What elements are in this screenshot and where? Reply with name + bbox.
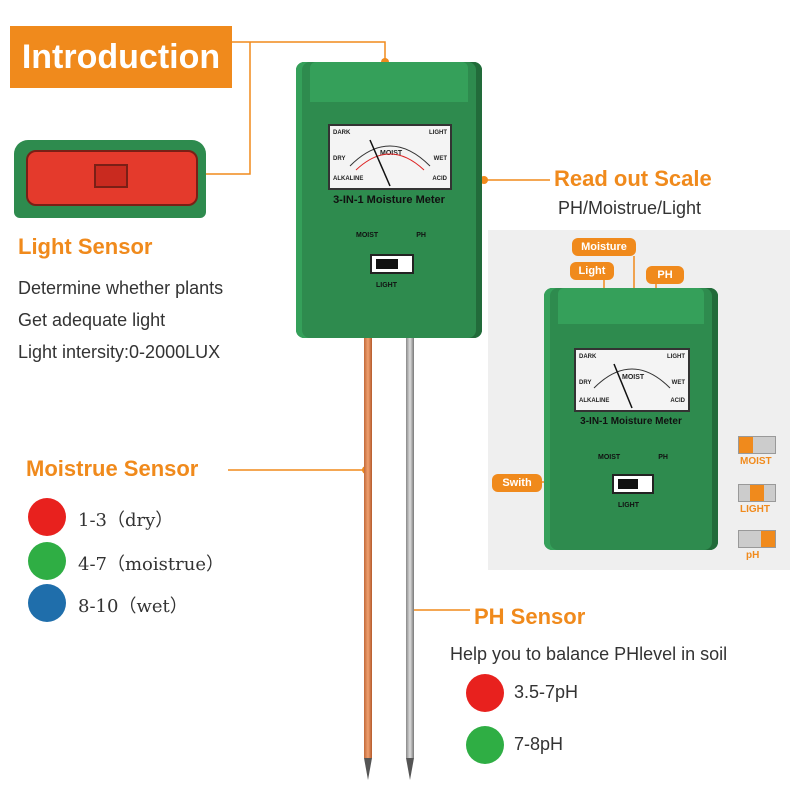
tag-moisture: Moisture xyxy=(572,238,636,256)
switch-position-ph-label: pH xyxy=(746,550,760,561)
gauge-dark-label: DARK xyxy=(333,130,351,136)
introduction-badge: Introduction xyxy=(10,26,232,88)
ph-sensor-title: PH Sensor xyxy=(474,604,586,629)
readout-dot xyxy=(480,176,488,184)
switch-light-label: LIGHT xyxy=(376,282,397,289)
switch-position-moist xyxy=(738,436,776,454)
tag-light: Light xyxy=(570,262,614,280)
moisture-probe xyxy=(364,338,372,758)
switch-position-light-label: LIGHT xyxy=(740,504,770,515)
moisture-sensor-title: Moistrue Sensor xyxy=(26,456,199,481)
switch-panel: MOIST PH LIGHT xyxy=(356,232,426,292)
ph-neutral-label: 7-8pH xyxy=(514,734,564,754)
tag-ph: PH xyxy=(646,266,684,284)
light-sensor-line-1: Determine whether plants xyxy=(18,278,224,298)
moisture-moist-dot xyxy=(28,542,66,580)
ph-sensor-description: Help you to balance PHlevel in soil xyxy=(450,644,728,664)
gauge-alkaline-label: ALKALINE xyxy=(333,176,364,182)
diagram-switch-panel: MOIST PH LIGHT xyxy=(598,454,668,509)
moisture-wet-label: 8-10（wet） xyxy=(78,596,188,617)
main-gauge: DARK LIGHT MOIST DRY WET ALKALINE ACID xyxy=(328,124,452,190)
diagram-meter-name: 3-IN-1 Moisture Meter xyxy=(580,416,682,427)
switch-position-light xyxy=(738,484,776,502)
ph-neutral-dot xyxy=(466,726,504,764)
switch-position-moist-label: MOIST xyxy=(740,456,772,467)
ph-probe xyxy=(406,338,414,758)
main-meter: DARK LIGHT MOIST DRY WET ALKALINE ACID 3… xyxy=(296,62,482,338)
switch-moist-label: MOIST xyxy=(356,232,379,239)
meter-name: 3-IN-1 Moisture Meter xyxy=(333,194,445,206)
diagram-panel: Moisture Light PH DARK LIGHT MOIST DRY W… xyxy=(488,230,790,570)
moisture-probe-tip xyxy=(364,758,372,780)
gauge-wet-label: WET xyxy=(433,156,447,162)
moisture-dry-dot xyxy=(28,498,66,536)
readout-title: Read out Scale xyxy=(554,166,712,191)
light-sensor-title: Light Sensor xyxy=(18,234,153,259)
diagram-mode-switch[interactable] xyxy=(612,474,654,494)
readout-subtitle: PH/Moistrue/Light xyxy=(558,198,702,218)
ph-acid-dot xyxy=(466,674,504,712)
light-sensor-image xyxy=(14,140,206,218)
intro-connector xyxy=(232,41,386,62)
diagram-gauge: DARK LIGHT MOIST DRY WET ALKALINE ACID xyxy=(574,348,690,412)
tag-switch: Swith xyxy=(492,474,542,492)
moisture-wet-dot xyxy=(28,584,66,622)
ph-acid-label: 3.5-7pH xyxy=(514,682,579,702)
gauge-acid-label: ACID xyxy=(432,176,447,182)
gauge-needle xyxy=(349,139,431,187)
diagram-meter: DARK LIGHT MOIST DRY WET ALKALINE ACID 3… xyxy=(544,288,718,550)
switch-ph-label: PH xyxy=(416,232,426,239)
light-sensor-line-3: Light intersity:0-2000LUX xyxy=(18,342,221,362)
ph-probe-tip xyxy=(406,758,414,780)
gauge-light-label: LIGHT xyxy=(429,130,447,136)
mode-switch[interactable] xyxy=(370,254,414,274)
switch-position-ph xyxy=(738,530,776,548)
moisture-moist-label: 4-7（moistrue） xyxy=(78,554,224,575)
moisture-dry-label: 1-3（dry） xyxy=(78,510,174,531)
gauge-dry-label: DRY xyxy=(333,156,346,162)
light-sensor-line-2: Get adequate light xyxy=(18,310,166,330)
